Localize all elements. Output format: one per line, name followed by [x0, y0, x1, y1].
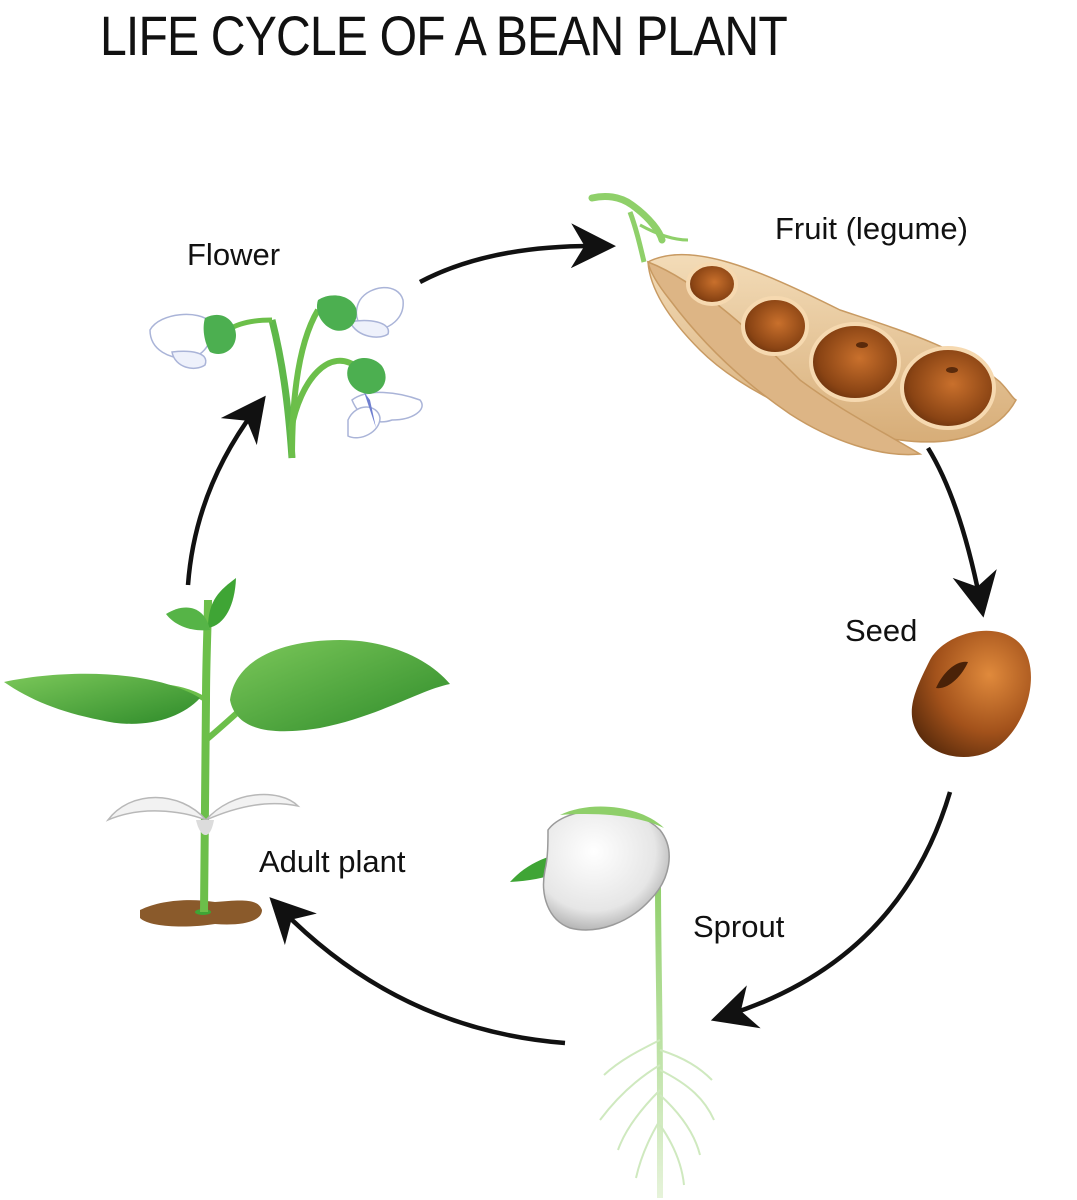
label-adult-plant: Adult plant — [259, 844, 406, 879]
legume-pod-illustration — [588, 193, 1018, 456]
diagram-title: LIFE CYCLE OF A BEAN PLANT — [100, 4, 788, 67]
label-flower: Flower — [187, 237, 281, 272]
label-seed: Seed — [845, 613, 918, 648]
label-fruit-legume: Fruit (legume) — [775, 211, 968, 246]
flower-illustration — [149, 286, 423, 459]
cycle-arrows — [185, 223, 997, 1046]
arrow-flower-to-fruit — [418, 223, 616, 284]
seed-illustration — [911, 630, 1031, 757]
sprout-illustration — [510, 806, 715, 1198]
arrow-sprout-to-adult — [269, 897, 566, 1046]
label-sprout: Sprout — [693, 909, 785, 944]
arrow-fruit-to-seed — [926, 446, 997, 618]
adult-plant-illustration — [4, 578, 450, 927]
arrow-seed-to-sprout — [710, 791, 953, 1029]
arrow-adult-to-flower — [185, 395, 266, 586]
